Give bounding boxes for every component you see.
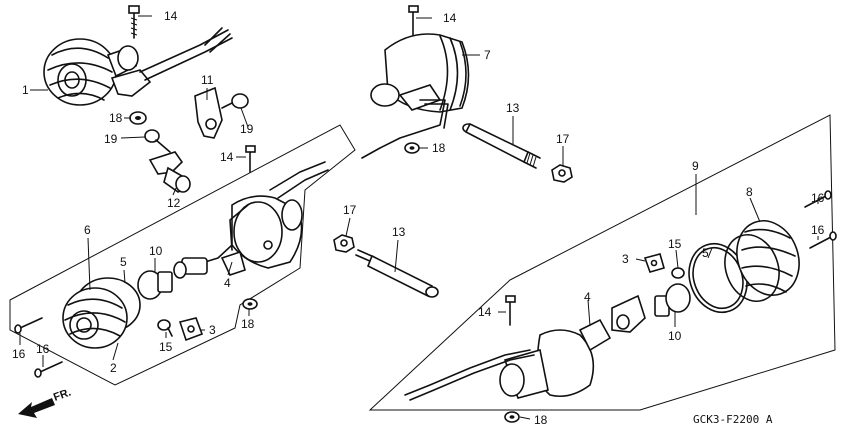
- callout-8: 8: [746, 185, 753, 199]
- bracket-11: [194, 86, 223, 139]
- callout-18-upper-left: 18: [109, 111, 123, 125]
- stay-12: [148, 151, 191, 193]
- callout-7: 7: [484, 48, 491, 62]
- shaft-13-upper: [462, 122, 541, 169]
- group-outline-right: [368, 114, 836, 411]
- diagram-code: GCK3-F2200 A: [693, 413, 773, 426]
- callout-18-lower-left: 18: [241, 317, 255, 331]
- lens-2-left: [62, 277, 141, 349]
- callout-3-left: 3: [209, 323, 216, 337]
- callout-12: 12: [167, 196, 181, 210]
- callout-15-right: 15: [668, 237, 682, 251]
- nut-17-lower: [333, 234, 355, 253]
- turn-signal-front-right: [361, 33, 470, 159]
- callout-14-top-right: 14: [443, 11, 457, 25]
- screw-16-right-b: [809, 231, 837, 249]
- screw-15-right: [671, 267, 685, 279]
- callout-16-left-b: 16: [36, 342, 50, 356]
- plate-3-left: [178, 317, 204, 342]
- callout-4-right: 4: [584, 290, 591, 304]
- bolt-14-right-lower: [505, 295, 516, 326]
- turn-signal-front-left: [43, 27, 233, 106]
- callout-5-left: 5: [120, 255, 127, 269]
- callout-14-top-left: 14: [164, 9, 178, 23]
- bulb-10-left: [137, 270, 173, 300]
- callout-18-top-middle: 18: [432, 141, 446, 155]
- nut-17-upper: [551, 164, 573, 183]
- callout-14-mid-left: 14: [220, 150, 234, 164]
- callout-16-right-a: 16: [811, 191, 825, 205]
- housing-right: [404, 329, 595, 401]
- front-direction-arrow-icon: [18, 398, 55, 418]
- callout-10-right: 10: [668, 329, 682, 343]
- bolt-19-right: [221, 93, 249, 109]
- socket-4-right: [578, 294, 646, 352]
- callout-4-left: 4: [224, 276, 231, 290]
- leader-lines: [19, 15, 819, 420]
- nut-18-upper-left: [129, 111, 147, 125]
- callout-6: 6: [84, 223, 91, 237]
- nut-18-lower-left: [242, 298, 258, 310]
- shaft-13-lower: [355, 249, 439, 298]
- callout-1: 1: [22, 83, 29, 97]
- plate-3-right: [643, 253, 665, 273]
- nut-18-top-middle: [404, 142, 420, 154]
- screw-16-left-a: [14, 317, 43, 334]
- screw-16-right-a: [804, 190, 832, 208]
- callout-17-lower: 17: [343, 203, 357, 217]
- front-direction-label: FR.: [52, 386, 73, 403]
- bulb-socket-left: [173, 250, 246, 279]
- bolt-14-top-right: [408, 5, 419, 36]
- callout-15-left: 15: [159, 340, 173, 354]
- callout-5-right: 5: [702, 246, 709, 260]
- callout-19-right: 19: [240, 122, 254, 136]
- screw-15-left: [157, 319, 173, 337]
- bulb-10-right: [654, 283, 691, 317]
- callout-18-bottom: 18: [534, 413, 548, 427]
- nut-18-bottom: [504, 411, 520, 423]
- lens-8-right: [724, 220, 800, 302]
- callout-17-upper: 17: [556, 132, 570, 146]
- callout-2: 2: [110, 361, 117, 375]
- callout-11: 11: [201, 73, 214, 87]
- callout-16-left-a: 16: [12, 347, 26, 361]
- housing-left: [204, 161, 329, 269]
- callout-9: 9: [692, 159, 699, 173]
- callout-13-lower: 13: [392, 225, 406, 239]
- bolt-14-top-left: [128, 5, 140, 39]
- screw-16-left-b: [34, 361, 63, 378]
- group-outline-left: [9, 124, 356, 386]
- bolt-14-mid-left: [245, 145, 256, 173]
- callout-19-left: 19: [104, 132, 118, 146]
- callout-16-right-b: 16: [811, 223, 825, 237]
- callout-10-left: 10: [149, 244, 163, 258]
- bolt-19-left: [144, 129, 171, 153]
- callout-3-right: 3: [622, 252, 629, 266]
- callout-13-upper: 13: [506, 101, 520, 115]
- callout-14-right-lower: 14: [478, 305, 492, 319]
